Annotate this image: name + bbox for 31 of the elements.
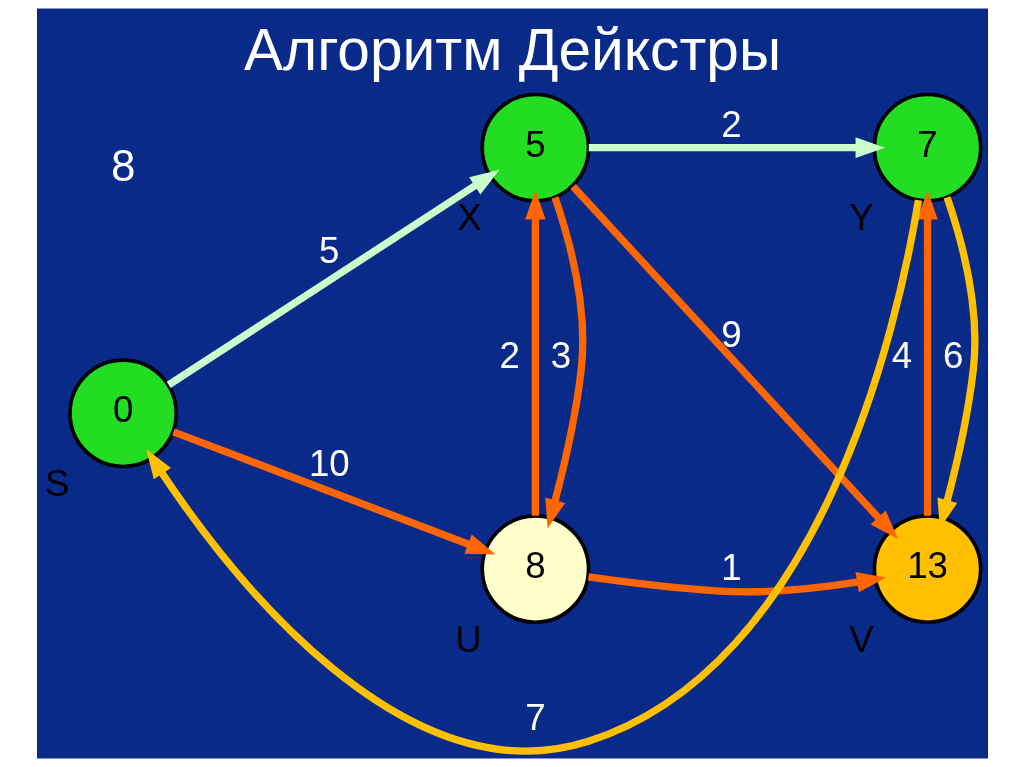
arrow bbox=[544, 196, 586, 529]
edge-label: 6 bbox=[942, 334, 963, 376]
diagram-title: Алгоритм Дейкстры bbox=[243, 16, 781, 82]
edge-label: 10 bbox=[308, 442, 350, 484]
edge-label: 5 bbox=[318, 230, 339, 272]
edge-label: 7 bbox=[524, 697, 546, 739]
node-circle: 0 bbox=[67, 358, 178, 469]
node-circle: 7 bbox=[872, 92, 982, 203]
arrow bbox=[588, 137, 885, 158]
arrow bbox=[569, 184, 898, 540]
edge-label: 2 bbox=[720, 103, 742, 145]
node-circle: 13 bbox=[872, 514, 982, 625]
node-label: V bbox=[848, 618, 874, 660]
arrow bbox=[145, 199, 922, 754]
edge-label: 4 bbox=[891, 334, 912, 376]
node-circle: 8 bbox=[479, 514, 590, 625]
edge-label: 2 bbox=[499, 334, 520, 376]
node-label: U bbox=[454, 618, 482, 660]
node-circle: 5 bbox=[479, 92, 590, 203]
arrow bbox=[166, 169, 499, 388]
arrow bbox=[171, 428, 496, 555]
label: 8 bbox=[110, 140, 135, 190]
node-label: Y bbox=[848, 197, 874, 239]
node-label: S bbox=[44, 462, 69, 504]
arrow bbox=[524, 190, 546, 516]
edge-label: 1 bbox=[720, 547, 742, 589]
arrow bbox=[916, 190, 938, 516]
node-label: X bbox=[456, 197, 482, 239]
edge-label: 3 bbox=[550, 334, 571, 376]
arrow bbox=[587, 572, 886, 596]
edge-label: 9 bbox=[720, 314, 742, 356]
